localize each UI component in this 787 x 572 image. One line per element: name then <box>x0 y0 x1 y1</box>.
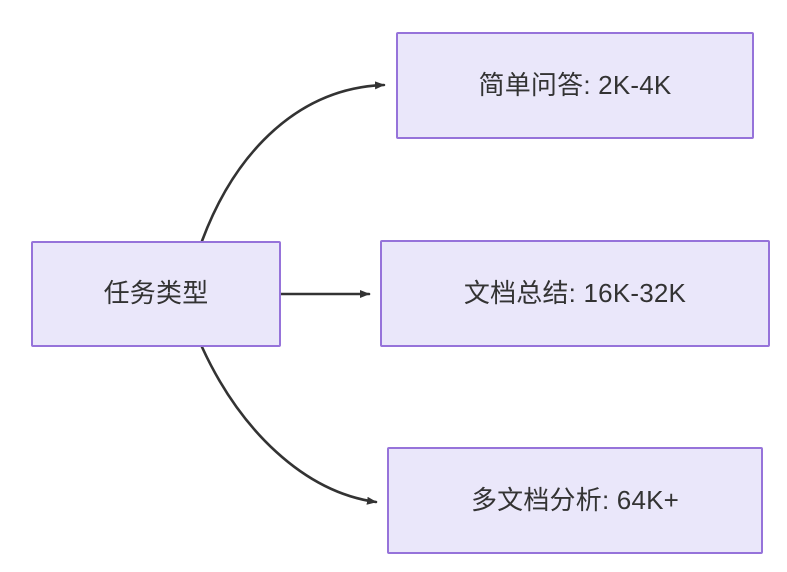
edge-source-simple-qa <box>200 81 386 243</box>
node-multi-doc[interactable]: 多文档分析: 64K+ <box>387 447 763 554</box>
node-multi-doc-label: 多文档分析: 64K+ <box>470 484 680 515</box>
node-task-type[interactable]: 任务类型 <box>31 241 281 347</box>
edge-source-multi-doc <box>200 345 378 505</box>
node-doc-summary[interactable]: 文档总结: 16K-32K <box>380 240 770 347</box>
node-simple-qa[interactable]: 简单问答: 2K-4K <box>396 32 754 139</box>
node-simple-qa-label: 简单问答: 2K-4K <box>478 69 672 100</box>
node-doc-summary-label: 文档总结: 16K-32K <box>463 277 687 308</box>
node-task-type-label: 任务类型 <box>103 278 209 309</box>
